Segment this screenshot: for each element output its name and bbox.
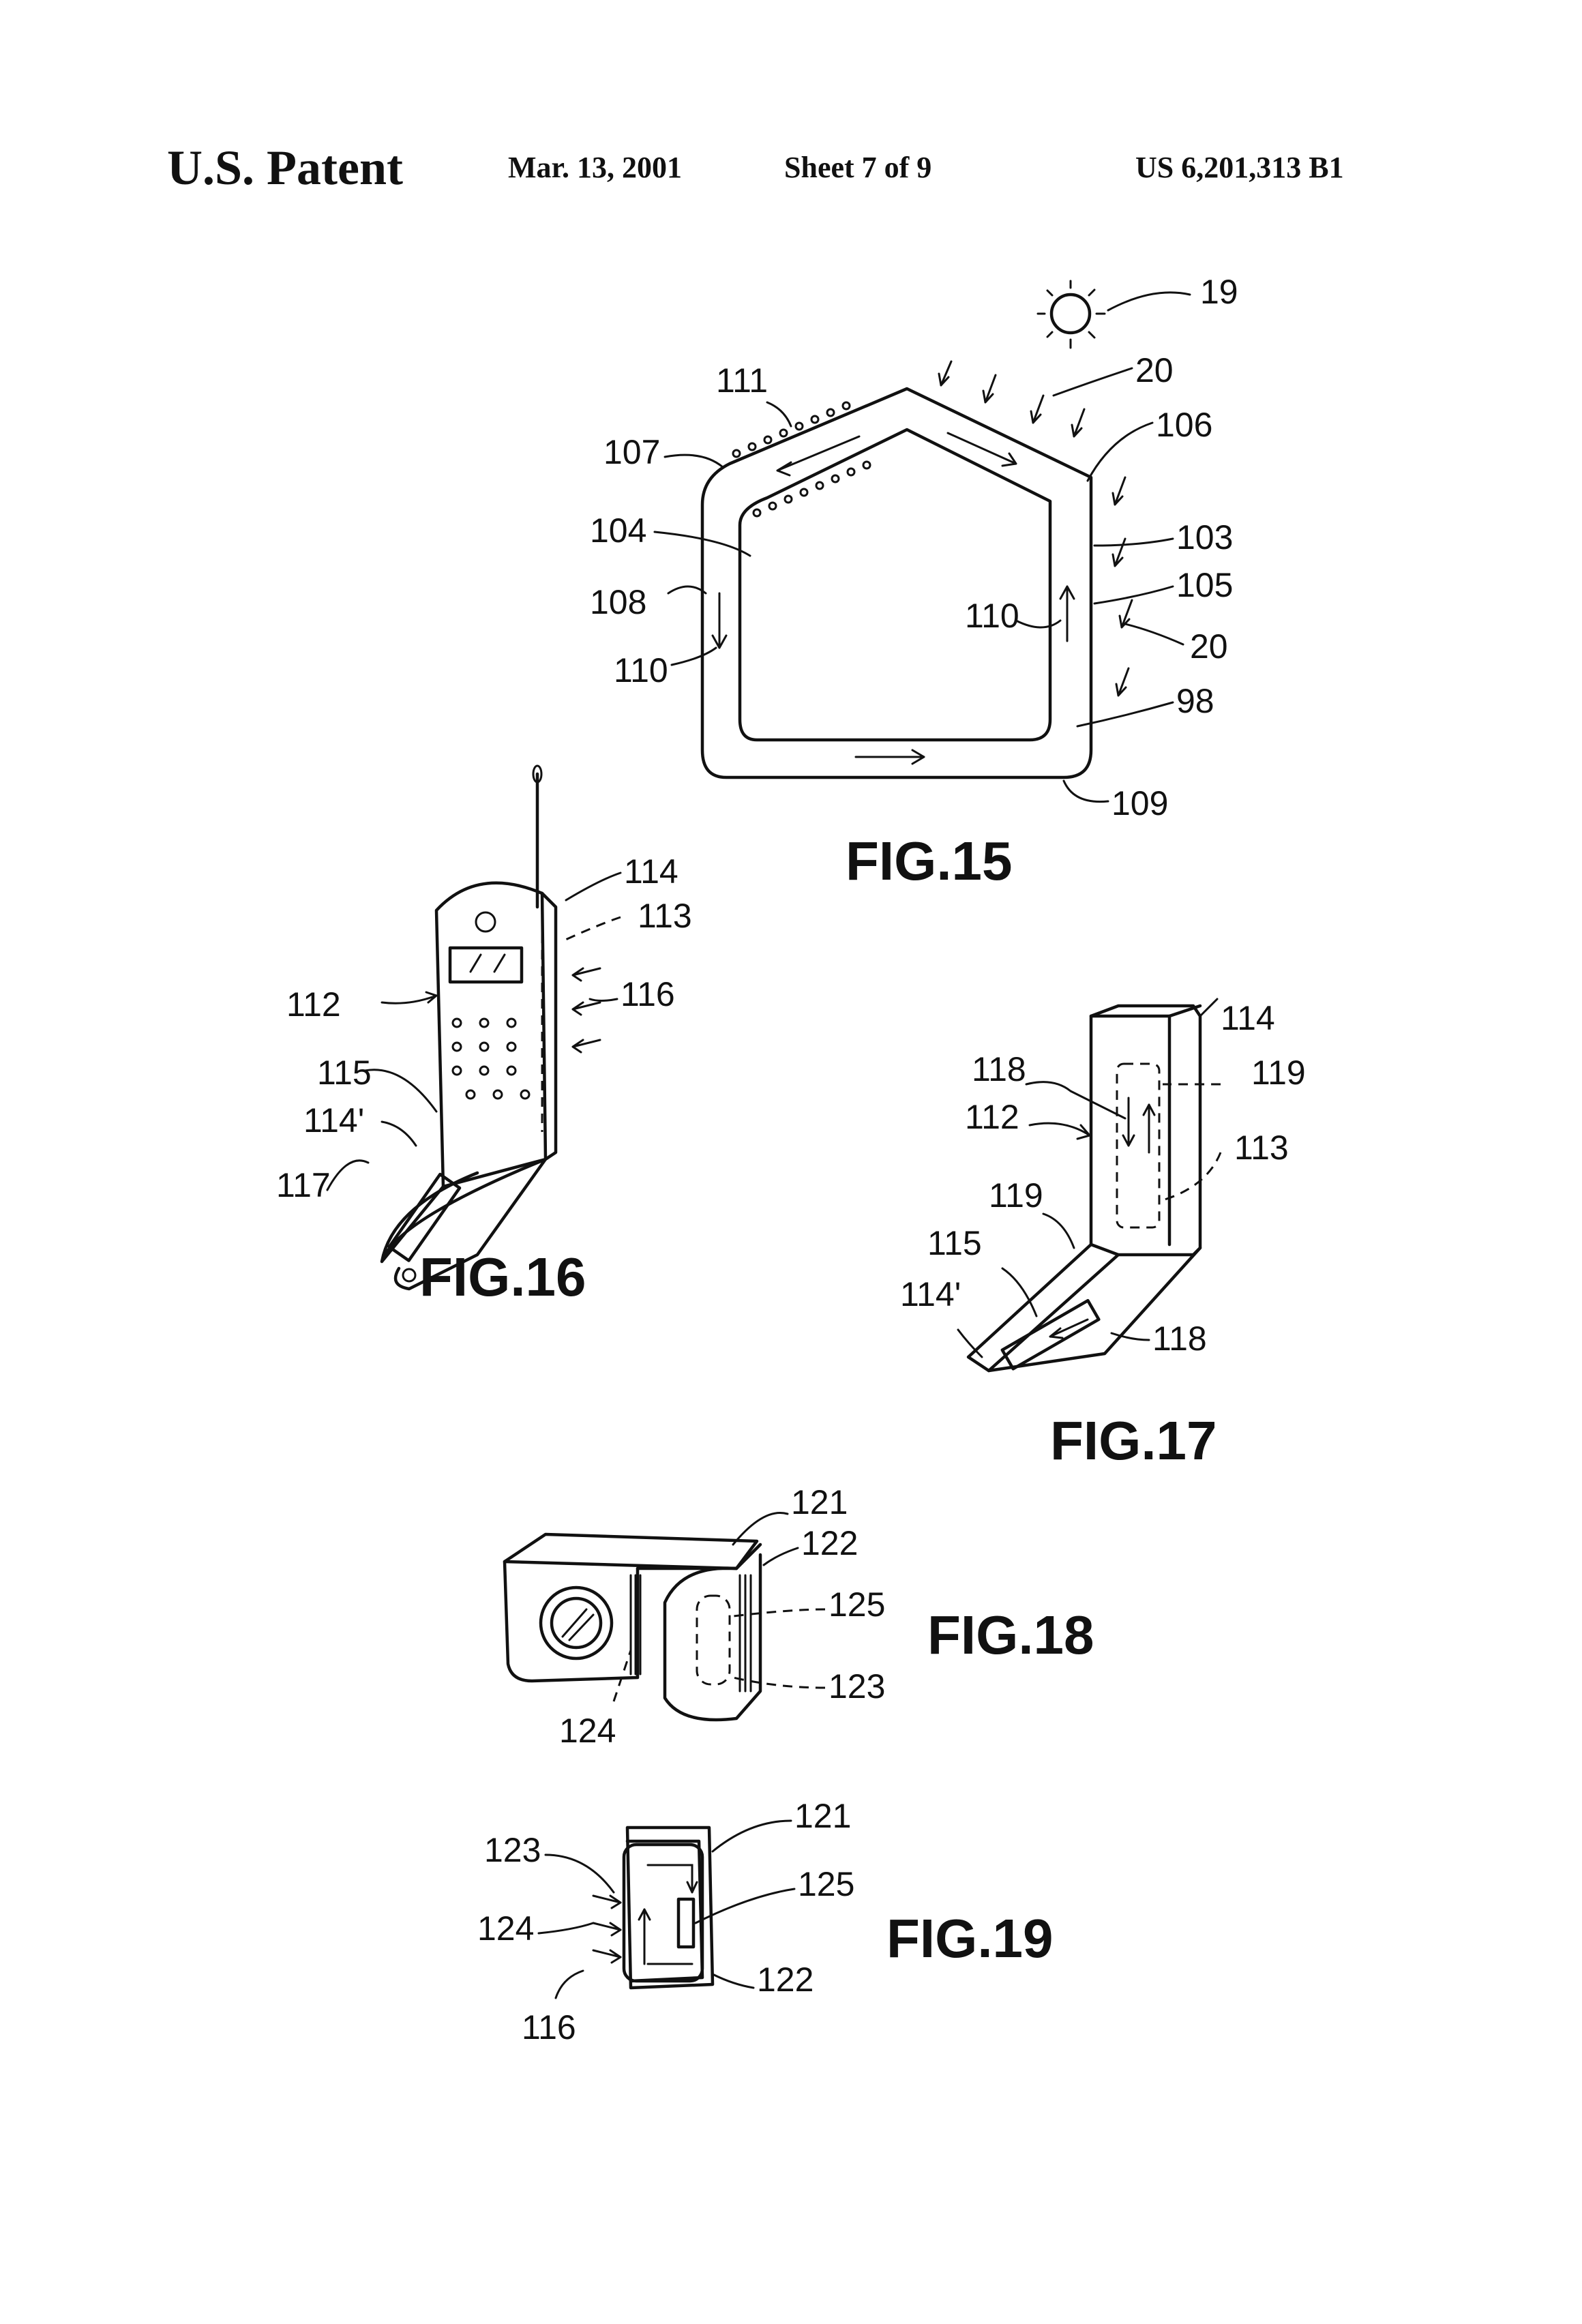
fig19-drawing xyxy=(539,1821,794,1998)
fig18-label: 125 xyxy=(829,1585,885,1624)
fig15-label: 98 xyxy=(1176,682,1214,720)
fig16-label: 117 xyxy=(276,1166,331,1204)
fig15-label: 108 xyxy=(590,583,646,621)
fig16-label: 113 xyxy=(638,897,692,935)
fig18-label: 123 xyxy=(829,1667,885,1705)
fig19-label: 123 xyxy=(484,1831,541,1869)
fig19-title: FIG.19 xyxy=(886,1908,1054,1969)
fig15-label: 111 xyxy=(716,361,768,400)
fig15-label: 109 xyxy=(1111,784,1168,822)
fig19-label: 124 xyxy=(477,1909,534,1948)
fig18-label: 124 xyxy=(559,1712,616,1750)
fig18-drawing xyxy=(505,1513,825,1720)
fig15-label: 110 xyxy=(965,597,1019,635)
fig17-label: 114' xyxy=(900,1275,961,1313)
fig15-title: FIG.15 xyxy=(846,831,1013,891)
fig17-label: 119 xyxy=(1251,1054,1306,1092)
fig15-label: 107 xyxy=(603,433,660,471)
fig15-label: 104 xyxy=(590,511,646,550)
fig17-label: 115 xyxy=(927,1224,982,1262)
fig17-label: 112 xyxy=(965,1098,1019,1136)
fig15-drawing xyxy=(655,281,1190,802)
fig18-label: 122 xyxy=(801,1524,858,1562)
fig17-label: 113 xyxy=(1234,1129,1289,1167)
solar-rays xyxy=(939,361,1132,696)
fig19-label: 116 xyxy=(522,2008,576,2046)
sun-icon xyxy=(1038,281,1105,348)
fig16-label: 114 xyxy=(624,852,678,891)
fig16-drawing xyxy=(327,766,621,1289)
fig16-title: FIG.16 xyxy=(419,1247,586,1307)
fig17-label: 118 xyxy=(972,1050,1026,1088)
fig16-label: 115 xyxy=(317,1054,372,1092)
fig17-label: 119 xyxy=(989,1176,1043,1215)
fig19-label: 125 xyxy=(798,1865,854,1903)
fig17-label: 118 xyxy=(1152,1320,1207,1358)
fig15-label: 103 xyxy=(1176,518,1233,556)
keypad xyxy=(453,1019,529,1099)
fig16-label: 116 xyxy=(621,975,675,1013)
fig15-label: 105 xyxy=(1176,566,1233,604)
fig15-label: 20 xyxy=(1190,627,1228,666)
fig17-label: 114 xyxy=(1221,999,1275,1037)
fig19-label: 121 xyxy=(794,1797,851,1835)
fig15-label: 20 xyxy=(1135,351,1174,389)
fig15-label: 19 xyxy=(1200,273,1238,311)
flow-arrows xyxy=(713,433,1074,764)
fig15-label: 106 xyxy=(1156,406,1212,444)
fig19-label: 122 xyxy=(757,1961,814,1999)
fig18-title: FIG.18 xyxy=(927,1605,1094,1665)
fig18-label: 121 xyxy=(791,1483,848,1521)
fig16-label: 114' xyxy=(303,1101,364,1139)
fig16-label: 112 xyxy=(286,985,341,1024)
fig15-label: 110 xyxy=(614,651,668,689)
fig17-title: FIG.17 xyxy=(1050,1410,1217,1471)
